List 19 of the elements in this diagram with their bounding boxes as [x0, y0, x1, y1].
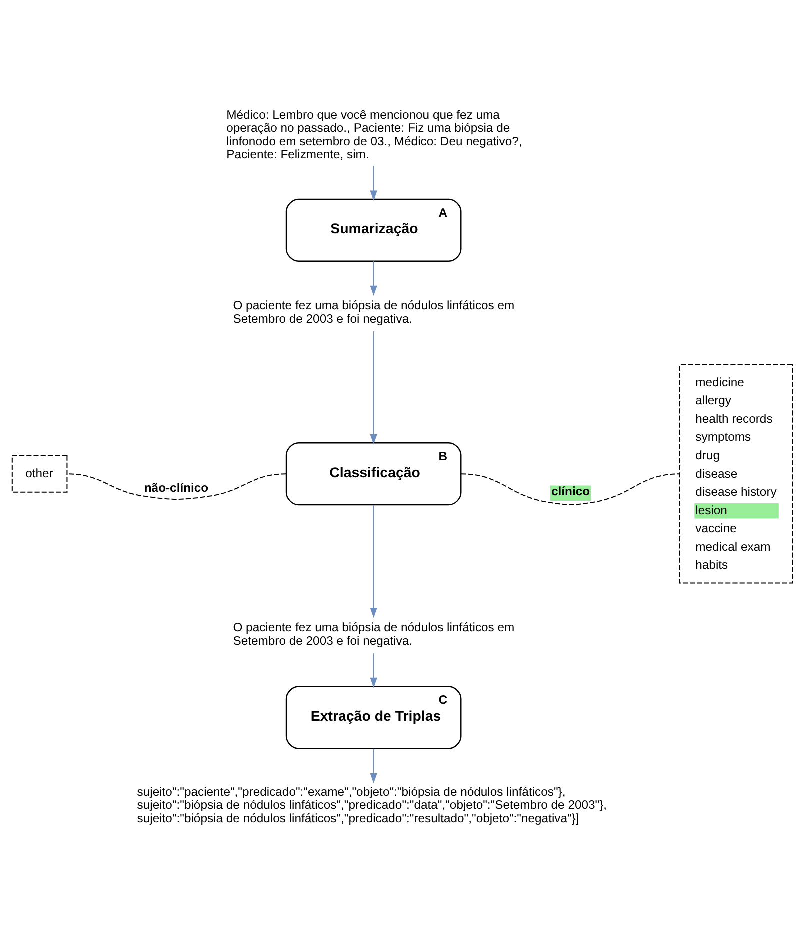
node-box: A Sumarização: [286, 198, 462, 262]
node-text: Médico: Lembro que você mencionou que fez uma operação no passado., Paciente: Fiz uma biópsia de linfonodo em setembro de 03., Médico: Deu negativo?, Paciente: Felizmente, sim.: [226, 108, 522, 162]
node-box: other: [12, 455, 68, 493]
edge-label: não-clínico: [144, 480, 209, 495]
node-box: C Extração de Triplas: [286, 686, 462, 750]
arrow: [370, 332, 378, 445]
arrow: [370, 166, 378, 201]
arrow: [370, 748, 378, 784]
arrow: [370, 654, 378, 688]
edge-label: clínico: [551, 484, 590, 499]
arrow: [370, 505, 378, 618]
node-box: medicine allergy health records symptoms drug disease disease history lesion vaccine medical exam habits: [679, 364, 794, 584]
connector: [461, 474, 680, 506]
arrow: [370, 262, 378, 296]
node-box: B Classificação: [286, 442, 462, 506]
node-text: sujeito":"paciente","predicado":"exame","objeto":"biópsia de nódulos linfáticos"}, sujeito":"biópsia de nódulos linfáticos","predicado":"data","objeto":"Setembro de 2003"}, sujeito":"biópsia de nódulos linfáticos","predicado":"resultado","objeto":"negativa"}]: [137, 785, 608, 826]
connector: [67, 474, 287, 500]
node-text: O paciente fez uma biópsia de nódulos linfáticos em Setembro de 2003 e foi negativa.: [233, 298, 515, 326]
node-text: O paciente fez uma biópsia de nódulos linfáticos em Setembro de 2003 e foi negativa.: [233, 620, 515, 648]
